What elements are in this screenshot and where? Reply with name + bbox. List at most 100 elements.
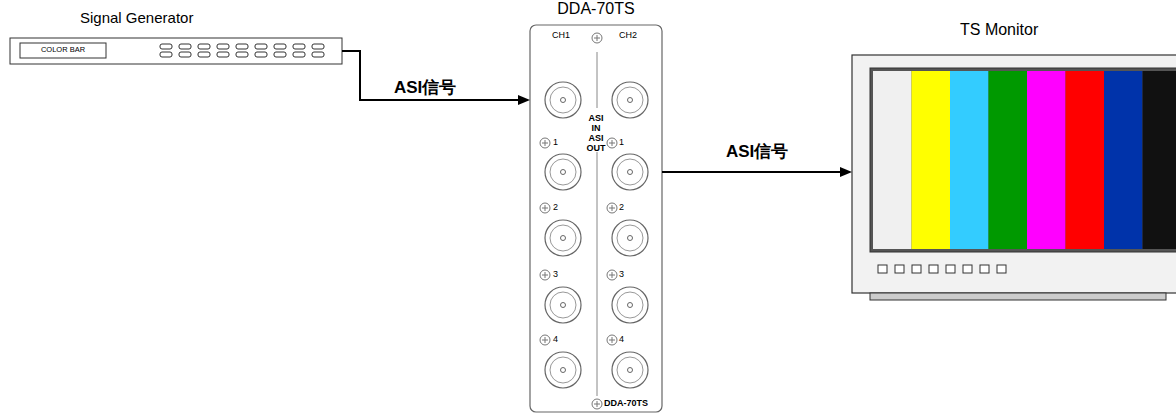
node-text: DDA-70TS: [604, 398, 648, 408]
color-bar: [1143, 71, 1176, 249]
monitor-button: [912, 265, 921, 273]
screw: [607, 335, 617, 345]
ts-monitor: TS Monitor: [852, 55, 1176, 293]
screw: [592, 399, 602, 409]
signal-label: ASI信号: [392, 76, 458, 99]
node-text: 1: [553, 137, 558, 147]
bnc-connector: [612, 352, 648, 388]
arrowhead: [518, 95, 530, 105]
generator-button: [312, 52, 324, 57]
node-text: TS Monitor: [960, 21, 1038, 38]
bnc-connector: [612, 82, 648, 118]
bnc-ring: [617, 292, 643, 318]
generator-button: [179, 52, 191, 57]
generator-button: [255, 52, 267, 57]
color-bar: [1027, 71, 1066, 249]
generator-button: [255, 44, 267, 49]
color-bar: [873, 71, 912, 249]
bnc-pin: [561, 98, 566, 103]
generator-button: [179, 44, 191, 49]
node-text: Signal Generator: [80, 10, 193, 26]
screw: [540, 335, 550, 345]
bnc-ring: [550, 87, 576, 113]
generator-button: [160, 52, 172, 57]
bnc-connector: [545, 154, 581, 190]
monitor-button: [963, 265, 972, 273]
bnc-pin: [561, 236, 566, 241]
bnc-connector: [545, 82, 581, 118]
node-text: 2: [553, 202, 558, 212]
color-bar: [1104, 71, 1143, 249]
bnc-ring: [550, 357, 576, 383]
generator-button: [217, 52, 229, 57]
screw: [540, 203, 550, 213]
signal-label: ASI信号: [724, 140, 790, 163]
bnc-ring: [617, 357, 643, 383]
node-text: 2: [619, 202, 624, 212]
bnc-ring: [617, 87, 643, 113]
monitor-button: [946, 265, 955, 273]
screws: [540, 33, 617, 409]
bnc-ring: [550, 159, 576, 185]
bnc-connector: [545, 287, 581, 323]
node-text: 3: [553, 269, 558, 279]
signal-arrow: [342, 51, 530, 105]
node-text: 1: [619, 137, 624, 147]
node-text: ASI IN: [585, 113, 607, 133]
screw-slot: [594, 401, 600, 407]
distribution-panel: DDA-70TSCH1CH2ASI INASI OUT11223344DDA-7…: [530, 25, 662, 412]
display-window: COLOR BAR: [20, 43, 106, 58]
panel-divider: [597, 52, 598, 108]
screw-slot: [609, 205, 615, 211]
screw: [540, 138, 550, 148]
generator-button: [160, 44, 172, 49]
bnc-connector: [612, 220, 648, 256]
generator-button: [274, 52, 286, 57]
node-text: 3: [619, 269, 624, 279]
screw: [540, 270, 550, 280]
bnc-connector: [545, 352, 581, 388]
bnc-pin: [561, 368, 566, 373]
monitor-button: [895, 265, 904, 273]
monitor-button: [878, 265, 887, 273]
bnc-pin: [561, 303, 566, 308]
bnc-ring: [617, 159, 643, 185]
monitor-buttons: [878, 265, 1006, 273]
bnc-connector: [612, 154, 648, 190]
color-bar: [1066, 71, 1105, 249]
bnc-ring: [617, 225, 643, 251]
generator-button: [274, 44, 286, 49]
screw-slot: [594, 35, 600, 41]
color-bar: [912, 71, 951, 249]
generator-button: [236, 44, 248, 49]
bnc-connector: [612, 287, 648, 323]
panel-body: [530, 25, 662, 412]
node-text: COLOR BAR: [20, 45, 106, 54]
bnc-pin: [628, 170, 633, 175]
screw: [607, 138, 617, 148]
color-bars: [873, 71, 1176, 249]
screw-slot: [542, 337, 548, 343]
generator-buttons: [160, 44, 324, 57]
screw-slot: [542, 140, 548, 146]
generator-button: [236, 52, 248, 57]
screw: [592, 33, 602, 43]
bnc-ring: [550, 292, 576, 318]
color-bar: [989, 71, 1028, 249]
bnc-ring: [550, 225, 576, 251]
connector-line: [342, 51, 518, 100]
screw-slot: [609, 140, 615, 146]
monitor-screen: [870, 68, 1176, 252]
generator-display: [20, 43, 106, 58]
monitor-button: [980, 265, 989, 273]
screw-slot: [542, 205, 548, 211]
screw-slot: [609, 337, 615, 343]
node-text: DDA-70TS: [530, 0, 662, 17]
connector-line: [662, 171, 840, 173]
screw: [607, 203, 617, 213]
monitor-frame: [852, 55, 1176, 293]
generator-body: [10, 38, 342, 64]
arrowhead: [840, 167, 852, 177]
bnc-pin: [628, 98, 633, 103]
